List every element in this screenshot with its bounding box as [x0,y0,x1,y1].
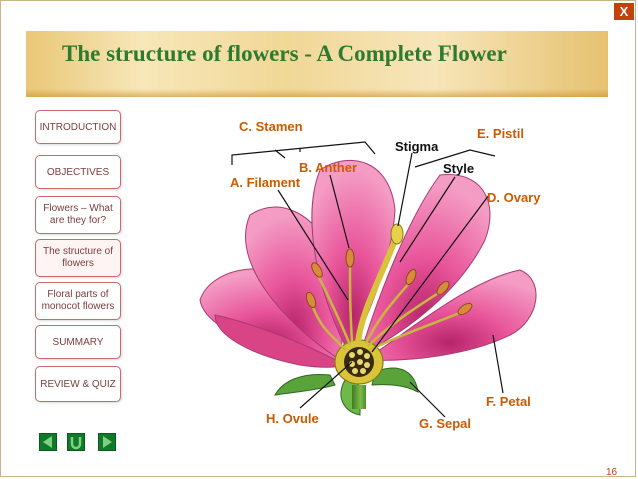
label-anther: B. Anther [299,160,358,175]
flower-petals [199,159,537,368]
label-stigma: Stigma [395,139,439,154]
title-banner-shade [26,89,608,97]
sidebar-item-introduction[interactable]: INTRODUCTION [35,110,121,144]
left-triangle-icon [43,436,52,448]
label-pistil: E. Pistil [477,126,524,141]
stigma [390,223,404,245]
label-stamen: C. Stamen [239,119,303,134]
forward-button[interactable] [98,433,116,451]
sidebar-item-review-quiz[interactable]: REVIEW & QUIZ [35,366,121,402]
close-button[interactable]: X [614,3,634,20]
style [355,237,398,345]
sidebar-item-summary[interactable]: SUMMARY [35,325,121,359]
label-filament: A. Filament [230,175,301,190]
label-ovary: D. Ovary [487,190,541,205]
label-petal: F. Petal [486,394,531,409]
page-title: The structure of flowers - A Complete Fl… [62,41,507,66]
return-button[interactable] [67,433,85,451]
u-turn-icon [70,437,82,450]
ovary [334,339,384,385]
back-button[interactable] [39,433,57,451]
label-ovule: H. Ovule [266,411,319,426]
right-triangle-icon [103,436,112,448]
stamens [310,259,463,352]
pointer-lines [231,141,504,418]
sidebar-item-flowers-what-for[interactable]: Flowers – What are they for? [35,196,121,234]
page-number: 16 [606,467,618,478]
flower-stem [352,385,366,409]
sidebar-item-monocot-floral-parts[interactable]: Floral parts of monocot flowers [35,282,121,320]
label-sepal: G. Sepal [419,416,472,431]
sidebar-item-objectives[interactable]: OBJECTIVES [35,155,121,189]
label-style: Style [443,161,475,176]
anthers [305,248,473,316]
title-banner: The structure of flowers - A Complete Fl… [26,31,608,97]
sidebar-item-structure-of-flowers[interactable]: The structure of flowers [35,239,121,277]
